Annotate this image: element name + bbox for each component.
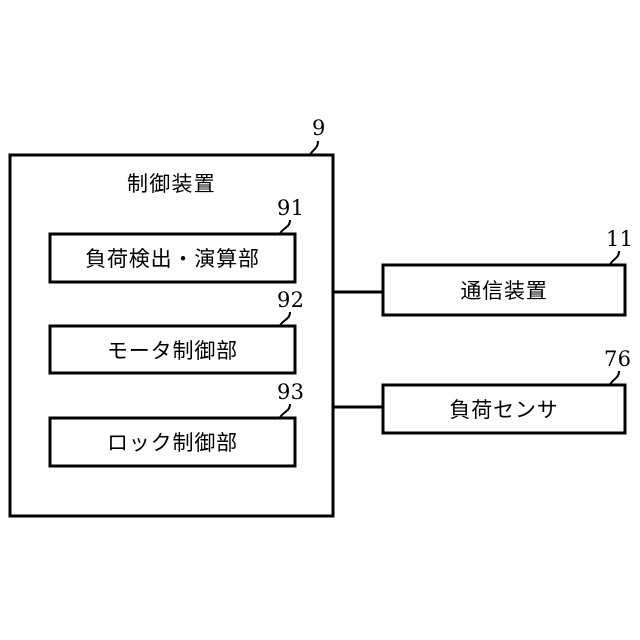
leader-line-ref-76 [608, 370, 620, 387]
module-label-91: 負荷検出・演算部 [85, 247, 260, 271]
controller-box-outline [8, 153, 335, 518]
peripheral-box-76-outline [381, 383, 627, 435]
module-box-93-outline [48, 416, 297, 468]
leader-line-ref-91 [278, 219, 291, 236]
ref-number-93: 93 [277, 380, 305, 404]
leader-line-ref-11 [608, 250, 620, 267]
module-box-92-outline [48, 324, 297, 375]
ref-number-92: 92 [277, 288, 305, 312]
peripheral-box-11-outline [381, 263, 627, 317]
module-label-92: モータ制御部 [106, 338, 239, 363]
module-box-91-outline [48, 232, 297, 284]
ref-number-76: 76 [604, 347, 632, 371]
module-label-93: ロック制御部 [106, 431, 239, 455]
ref-number-91: 91 [277, 196, 305, 220]
peripheral-label-76: 負荷センサ [449, 398, 559, 422]
leader-line-ref-9 [308, 140, 319, 157]
controller-title: 制御装置 [126, 172, 217, 196]
leader-line-ref-92 [278, 311, 291, 328]
peripheral-label-11: 通信装置 [460, 279, 548, 303]
leader-line-ref-93 [278, 403, 291, 420]
ref-number-9: 9 [312, 116, 326, 140]
ref-number-11: 11 [606, 227, 634, 251]
